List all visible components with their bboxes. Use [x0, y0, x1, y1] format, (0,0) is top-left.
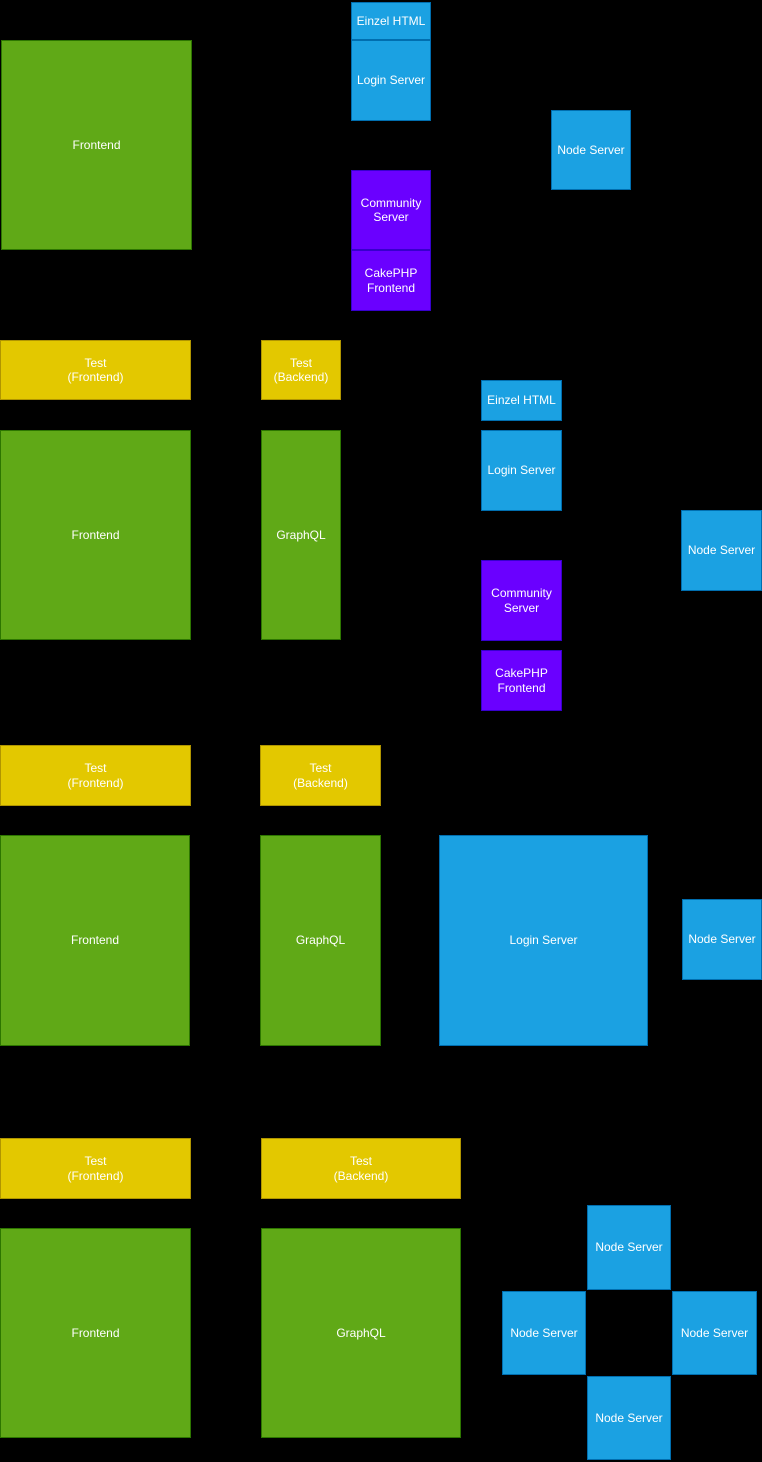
node-label: Node Server: [510, 1325, 578, 1340]
node-test-frontend[interactable]: Test (Frontend): [0, 340, 191, 400]
node-label: Einzel HTML: [487, 393, 556, 408]
node-test-backend[interactable]: Test (Backend): [260, 745, 381, 806]
node-label: Test (Backend): [293, 761, 348, 790]
node-label: Test (Backend): [273, 355, 329, 384]
node-node-server-top[interactable]: Node Server: [587, 1205, 671, 1290]
node-label: GraphQL: [336, 1325, 386, 1340]
node-node-server-right[interactable]: Node Server: [672, 1291, 757, 1375]
node-label: Login Server: [487, 463, 556, 478]
node-label: Node Server: [687, 543, 756, 558]
node-label: Login Server: [509, 933, 578, 948]
node-label: Einzel HTML: [356, 13, 426, 28]
node-test-backend[interactable]: Test (Backend): [261, 1138, 461, 1199]
node-einzel-html[interactable]: Einzel HTML: [351, 2, 431, 40]
node-frontend[interactable]: Frontend: [0, 430, 191, 640]
node-label: CakePHP Frontend: [495, 666, 548, 695]
node-label: Community Server: [491, 586, 552, 615]
node-einzel-html[interactable]: Einzel HTML: [481, 380, 562, 421]
node-label: Frontend: [70, 933, 120, 948]
node-label: Node Server: [680, 1325, 749, 1340]
node-label: Node Server: [595, 1240, 663, 1255]
node-node-server-left[interactable]: Node Server: [502, 1291, 586, 1375]
node-frontend[interactable]: Frontend: [0, 835, 190, 1046]
node-label: Login Server: [356, 73, 426, 88]
node-label: Test (Backend): [333, 1154, 389, 1183]
node-test-frontend[interactable]: Test (Frontend): [0, 1138, 191, 1199]
node-label: CakePHP Frontend: [364, 266, 418, 295]
node-login-server[interactable]: Login Server: [351, 40, 431, 121]
node-test-frontend[interactable]: Test (Frontend): [0, 745, 191, 806]
node-label: Community Server: [360, 195, 422, 224]
node-graphql[interactable]: GraphQL: [261, 430, 341, 640]
node-node-server[interactable]: Node Server: [682, 899, 762, 980]
node-frontend[interactable]: Frontend: [0, 1228, 191, 1438]
node-community-server[interactable]: Community Server: [481, 560, 562, 641]
node-label: Test (Frontend): [67, 355, 124, 384]
node-label: GraphQL: [295, 933, 346, 948]
node-node-server[interactable]: Node Server: [551, 110, 631, 190]
node-label: Frontend: [72, 137, 121, 152]
node-label: Test (Frontend): [67, 761, 124, 790]
node-frontend[interactable]: Frontend: [1, 40, 192, 250]
node-label: Node Server: [557, 142, 625, 157]
node-cakephp-frontend[interactable]: CakePHP Frontend: [481, 650, 562, 711]
node-label: GraphQL: [276, 527, 326, 542]
node-label: Node Server: [595, 1410, 663, 1425]
node-label: Frontend: [71, 1325, 120, 1340]
node-cakephp-frontend[interactable]: CakePHP Frontend: [351, 250, 431, 311]
node-node-server[interactable]: Node Server: [681, 510, 762, 591]
node-login-server[interactable]: Login Server: [481, 430, 562, 511]
node-graphql[interactable]: GraphQL: [260, 835, 381, 1046]
node-community-server[interactable]: Community Server: [351, 170, 431, 250]
node-label: Test (Frontend): [67, 1154, 124, 1183]
node-test-backend[interactable]: Test (Backend): [261, 340, 341, 400]
node-label: Frontend: [71, 527, 120, 542]
node-label: Node Server: [688, 932, 756, 947]
node-node-server-bottom[interactable]: Node Server: [587, 1376, 671, 1460]
node-graphql[interactable]: GraphQL: [261, 1228, 461, 1438]
node-login-server[interactable]: Login Server: [439, 835, 648, 1046]
